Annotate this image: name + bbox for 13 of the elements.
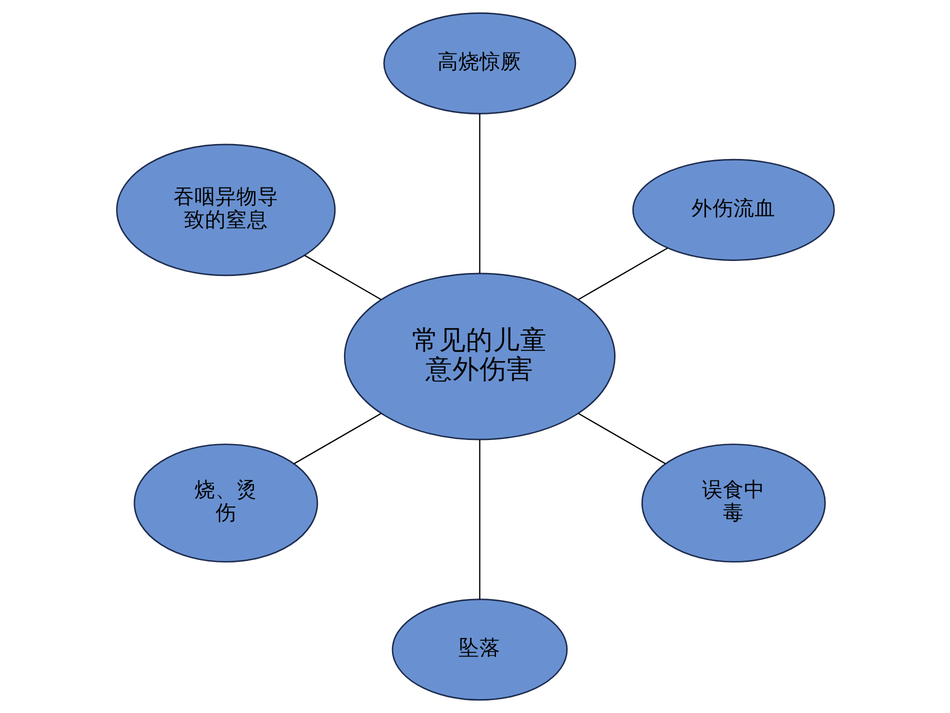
node-ellipse: 烧、烫伤 <box>133 444 318 563</box>
connector <box>577 412 666 464</box>
node-ellipse: 坠落 <box>391 598 568 701</box>
connector <box>304 254 382 300</box>
connector <box>577 247 668 300</box>
node-ellipse: 常见的儿童意外伤害 <box>343 272 616 440</box>
node-ellipse: 吞咽异物导致的窒息 <box>116 144 336 276</box>
connector <box>478 440 480 600</box>
node-ellipse: 高烧惊厥 <box>382 12 576 114</box>
node-ellipse: 外伤流血 <box>632 158 834 261</box>
connector <box>293 412 382 464</box>
node-ellipse: 误食中毒 <box>640 444 826 563</box>
connector <box>478 114 480 274</box>
